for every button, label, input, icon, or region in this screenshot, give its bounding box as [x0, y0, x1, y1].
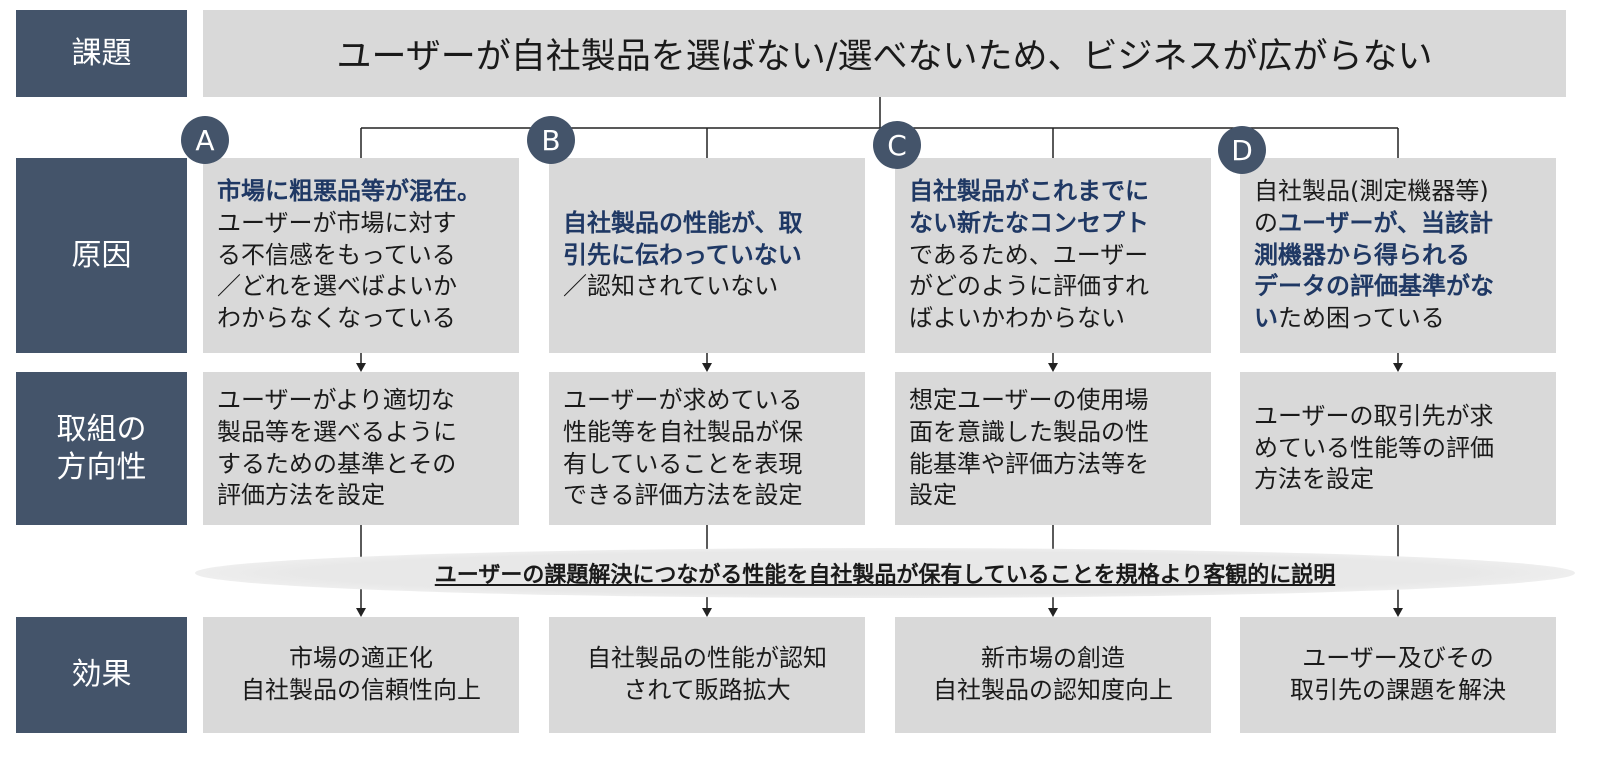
approach-line: ユーザーの取引先が求	[1254, 401, 1494, 430]
approach-line: 想定ユーザーの使用場	[909, 385, 1149, 414]
cause-box-c: 自社製品がこれまでにない新たなコンセプトであるため、ユーザーがどのように評価すれ…	[895, 158, 1211, 353]
effect-box-c: 新市場の創造自社製品の認知度向上	[895, 617, 1211, 733]
emphasis-text: 市場に粗悪品等が混在。	[217, 176, 481, 205]
cause-text: の	[1254, 208, 1278, 237]
badge-c: C	[873, 121, 921, 169]
cause-line: る不信感をもっている	[217, 240, 505, 272]
cause-box-a: 市場に粗悪品等が混在。ユーザーが市場に対する不信感をもっている ／どれを選べばよい…	[203, 158, 519, 353]
cause-line: データの評価基準がな	[1254, 271, 1542, 303]
emphasis-text: 自社製品の性能が、取	[563, 208, 803, 237]
effect-line: 自社製品の信頼性向上	[241, 676, 481, 704]
badge-b: B	[527, 116, 575, 164]
cause-line: であるため、ユーザー	[909, 240, 1197, 272]
approach-box-d: ユーザーの取引先が求めている性能等の評価方法を設定	[1240, 372, 1556, 525]
approach-line: ユーザーがより適切な	[217, 385, 455, 414]
effect-line: 取引先の課題を解決	[1290, 676, 1506, 704]
effect-line: 自社製品の認知度向上	[933, 676, 1173, 704]
cause-line: ない新たなコンセプト	[909, 208, 1197, 240]
approach-line: 能基準や評価方法等を	[909, 449, 1149, 478]
effect-box-a: 市場の適正化自社製品の信頼性向上	[203, 617, 519, 733]
approach-line: 設定	[909, 481, 957, 510]
arrow-down-icon	[1048, 608, 1058, 617]
cause-box-d: 自社製品(測定機器等)のユーザーが、当該計測機器から得られるデータの評価基準がな…	[1240, 158, 1556, 353]
cause-text: ユーザーが市場に対す	[217, 208, 457, 237]
effect-line: ユーザー及びその	[1302, 644, 1494, 673]
approach-line: 評価方法を設定	[217, 481, 385, 510]
emphasis-text: 自社製品がこれまでに	[909, 176, 1149, 205]
cause-text: がどのように評価すれ	[909, 272, 1149, 301]
approach-line: するための基準とその	[217, 449, 457, 478]
cause-line: 市場に粗悪品等が混在。	[217, 176, 505, 208]
cause-text: 自社製品(測定機器等)	[1254, 176, 1489, 205]
arrow-down-icon	[356, 363, 366, 372]
label-approach: 取組の 方向性	[16, 372, 187, 525]
effect-line: されて販路拡大	[623, 676, 791, 704]
cause-line: 引先に伝わっていない	[563, 240, 851, 272]
label-cause: 原因	[16, 158, 187, 353]
effect-line: 自社製品の性能が認知	[587, 644, 827, 673]
arrow-down-icon	[702, 608, 712, 617]
approach-box-b: ユーザーが求めている性能等を自社製品が保有していることを表現できる評価方法を設定	[549, 372, 865, 525]
cause-text: ばよいかわからない	[909, 304, 1125, 333]
cause-box-b: 自社製品の性能が、取引先に伝わっていない ／認知されていない	[549, 158, 865, 353]
emphasis-text: 測機器から得られる	[1254, 240, 1470, 269]
emphasis-text: ない新たなコンセプト	[909, 208, 1149, 237]
cause-line: ユーザーが市場に対す	[217, 208, 505, 240]
cause-line: ばよいかわからない	[909, 303, 1197, 335]
approach-line: 面を意識した製品の性	[909, 417, 1149, 446]
cause-text: る不信感をもっている	[217, 240, 456, 269]
badge-d: D	[1218, 126, 1266, 174]
cause-line: わからなくなっている	[217, 303, 505, 335]
cause-line: いため困っている	[1254, 303, 1542, 335]
effect-line: 新市場の創造	[981, 644, 1125, 673]
label-issue: 課題	[16, 10, 187, 97]
approach-line: ユーザーが求めている	[563, 385, 803, 414]
effect-box-d: ユーザー及びその取引先の課題を解決	[1240, 617, 1556, 733]
arrow-down-icon	[1393, 608, 1403, 617]
cause-line: 自社製品の性能が、取	[563, 208, 851, 240]
approach-line: めている性能等の評価	[1254, 433, 1494, 462]
arrow-down-icon	[702, 363, 712, 372]
badge-a: A	[181, 116, 229, 164]
arrow-down-icon	[356, 608, 366, 617]
cause-line: がどのように評価すれ	[909, 271, 1197, 303]
cause-text: わからなくなっている	[217, 304, 456, 333]
cause-text: ／どれを選べばよいか	[217, 272, 457, 301]
emphasis-text: ユーザーが、当該計	[1278, 208, 1494, 237]
cause-text: であるため、ユーザー	[909, 240, 1149, 269]
approach-box-a: ユーザーがより適切な製品等を選べるようにするための基準とその評価方法を設定	[203, 372, 519, 525]
approach-line: 有していることを表現	[563, 449, 803, 478]
effect-line: 市場の適正化	[289, 644, 433, 673]
effect-box-b: 自社製品の性能が認知されて販路拡大	[549, 617, 865, 733]
cause-line: ／認知されていない	[563, 271, 851, 303]
cause-line: 自社製品がこれまでに	[909, 176, 1197, 208]
cause-line: のユーザーが、当該計	[1254, 208, 1542, 240]
issue-box: ユーザーが自社製品を選ばない/選べないため、ビジネスが広がらない	[203, 10, 1566, 97]
arrow-down-icon	[1048, 363, 1058, 372]
summary-ellipse: ユーザーの課題解決につながる性能を自社製品が保有していることを規格より客観的に説…	[195, 548, 1575, 598]
arrow-down-icon	[1393, 363, 1403, 372]
emphasis-text: 引先に伝わっていない	[563, 240, 802, 269]
approach-line: 製品等を選べるように	[217, 417, 457, 446]
emphasis-text: い	[1254, 304, 1278, 333]
approach-box-c: 想定ユーザーの使用場面を意識した製品の性能基準や評価方法等を設定	[895, 372, 1211, 525]
cause-text: ため困っている	[1278, 304, 1445, 333]
cause-line: 測機器から得られる	[1254, 240, 1542, 272]
summary-text: ユーザーの課題解決につながる性能を自社製品が保有していることを規格より客観的に説…	[434, 563, 1336, 588]
label-effect: 効果	[16, 617, 187, 733]
cause-line: ／どれを選べばよいか	[217, 271, 505, 303]
cause-line: 自社製品(測定機器等)	[1254, 176, 1542, 208]
approach-line: 方法を設定	[1254, 465, 1374, 494]
emphasis-text: データの評価基準がな	[1254, 272, 1494, 301]
approach-line: 性能等を自社製品が保	[563, 417, 803, 446]
approach-line: できる評価方法を設定	[563, 481, 803, 510]
cause-text: ／認知されていない	[563, 272, 779, 301]
